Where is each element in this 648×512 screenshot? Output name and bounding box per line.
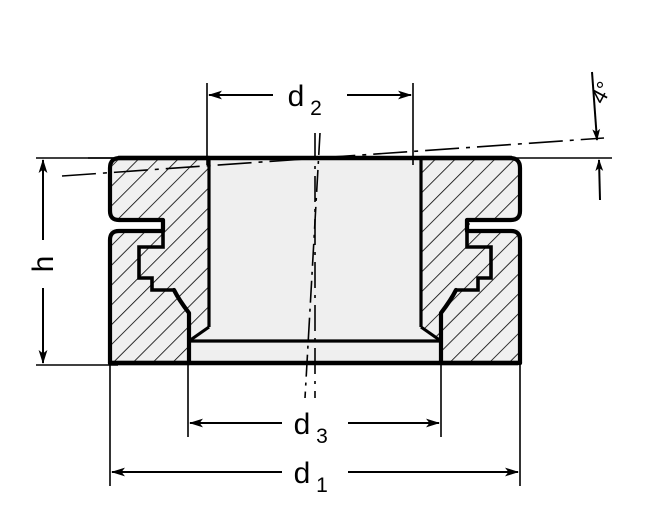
- angle-value-label: 4°: [585, 77, 617, 107]
- left-inner-chamfer: [171, 287, 192, 366]
- dimension-d3: d 3: [187, 356, 442, 448]
- tilted-axis-center-line: [304, 132, 321, 399]
- bore-cavity-fill: [189, 158, 441, 363]
- d1-subscript: 1: [316, 474, 328, 497]
- dimension-d2: d 2: [206, 80, 414, 165]
- angle-gap-arrow-lower: [595, 159, 604, 201]
- h-label-group: h: [27, 256, 60, 273]
- right-inner-chamfer: [438, 287, 459, 366]
- left-section-material: [110, 158, 209, 363]
- angle-value-text: 4°: [585, 77, 617, 107]
- center-lines: [304, 132, 321, 399]
- left-bore-bottom-chamfer: [188, 325, 210, 343]
- angle-gap-arrow-upper: [591, 71, 601, 141]
- tilted-reference-line: [61, 137, 605, 177]
- d2-letter: d: [288, 80, 305, 113]
- right-section-material: [421, 158, 520, 363]
- dimension-h: h: [27, 157, 118, 366]
- d3-letter: d: [294, 408, 311, 441]
- d1-letter: d: [294, 457, 311, 490]
- d1-label-group: d 1: [294, 457, 328, 497]
- d2-subscript: 2: [310, 97, 322, 120]
- right-skirt-outer-wall: [464, 228, 523, 366]
- left-skirt-outer-wall: [107, 228, 166, 366]
- d3-subscript: 3: [316, 425, 328, 448]
- h-letter: h: [27, 256, 60, 273]
- d3-label-group: d 3: [294, 408, 328, 448]
- swivel-angle-annotation: 4°: [61, 71, 617, 201]
- dimension-d1: d 1: [109, 356, 521, 497]
- d2-label-group: d 2: [288, 80, 322, 120]
- right-bore-bottom-chamfer: [420, 325, 442, 343]
